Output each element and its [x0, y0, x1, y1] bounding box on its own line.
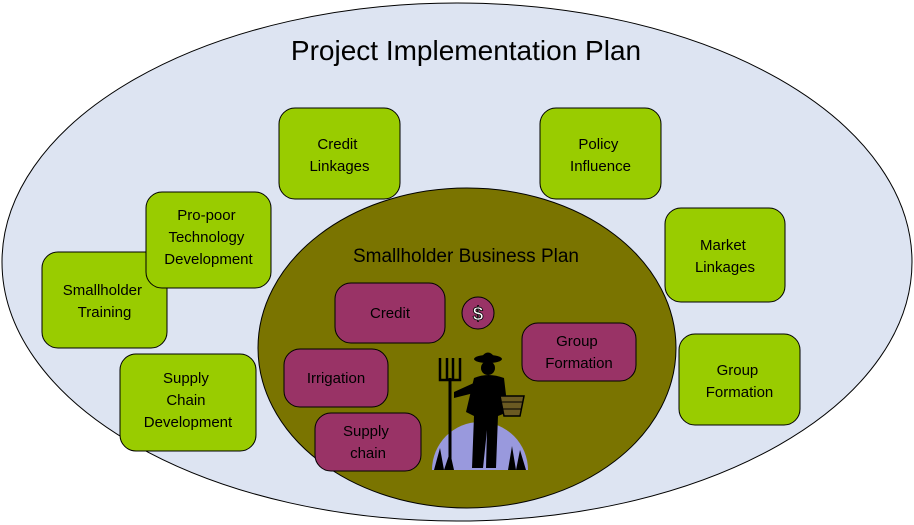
- box-label: Supply Chain Development: [144, 370, 233, 431]
- box-label: Pro-poor Technology Development: [164, 207, 253, 268]
- purple-box-supply-chain: Supply chain: [314, 412, 422, 472]
- purple-box-irrigation: Irrigation: [283, 348, 389, 408]
- dollar-coin-icon: $: [461, 296, 495, 330]
- box-label: Group Formation: [545, 333, 613, 372]
- coin-symbol: $: [473, 304, 484, 325]
- purple-box-credit: Credit: [334, 282, 446, 344]
- box-label: Group Formation: [706, 362, 774, 401]
- box-label: Market Linkages: [695, 237, 755, 276]
- box-label: Smallholder Training: [63, 282, 146, 321]
- green-box-smallholder-training: Smallholder Training: [41, 251, 168, 349]
- box-label: Credit Linkages: [309, 136, 369, 175]
- farmer-with-pitchfork-icon: [432, 352, 528, 470]
- green-box-credit-linkages: Credit Linkages: [278, 107, 401, 200]
- purple-box-group-formation: Group Formation: [521, 322, 637, 382]
- green-box-supply-chain-development: Supply Chain Development: [119, 353, 257, 452]
- smallholder-business-title: Smallholder Business Plan: [353, 246, 579, 267]
- box-label: Supply chain: [343, 423, 393, 462]
- box-label: Irrigation: [307, 370, 365, 387]
- green-box-pro-poor-technology: Pro-poor Technology Development: [145, 191, 272, 289]
- green-box-policy-influence: Policy Influence: [539, 107, 662, 200]
- box-label: Policy Influence: [570, 136, 631, 175]
- green-box-group-formation-outer: Group Formation: [678, 333, 801, 426]
- green-box-market-linkages: Market Linkages: [664, 207, 786, 303]
- box-label: Credit: [370, 305, 411, 322]
- project-implementation-title: Project Implementation Plan: [291, 35, 641, 66]
